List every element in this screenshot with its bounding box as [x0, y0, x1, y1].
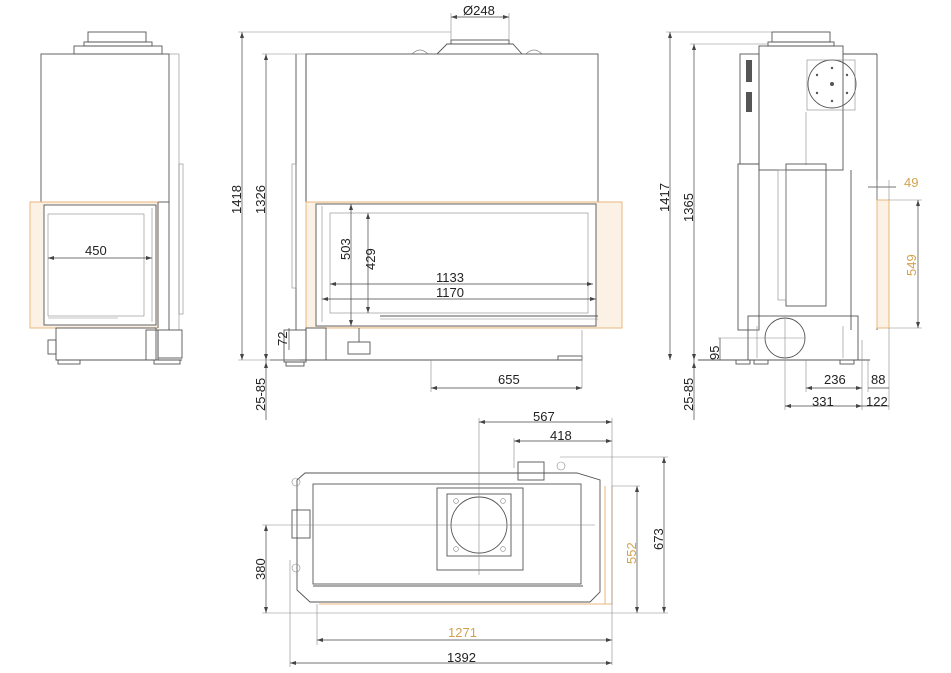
dim-side-feet-adjust: 25-85	[681, 377, 696, 411]
dim-bottom-offset: 72	[275, 331, 290, 346]
dim-front-total-height: 1418	[229, 185, 244, 214]
dim-glass-width-outer: 1170	[436, 285, 464, 300]
dim-air-inlet-height: 95	[707, 345, 722, 360]
side-view-right	[666, 31, 922, 420]
dim-top-glass-width: 1271	[448, 625, 477, 640]
dim-side-total-height: 1417	[657, 183, 672, 212]
dim-frame-depth: 49	[904, 175, 919, 190]
dim-top-total-width: 1392	[447, 650, 476, 665]
dim-side-height-top: 1365	[681, 193, 696, 222]
dim-front-feet-adjust: 25-85	[253, 377, 268, 411]
dim-front-height-top: 1326	[253, 185, 268, 214]
dim-inlet-offset: 236	[824, 372, 846, 387]
dim-top-center-depth: 380	[253, 558, 268, 580]
dim-top-inlet-offset: 418	[550, 428, 572, 443]
dim-side-glass-height: 549	[904, 254, 919, 276]
dim-frame-offset: 88	[871, 372, 886, 387]
dim-depth-front: 122	[866, 394, 888, 409]
dim-glass-height-outer: 503	[338, 238, 353, 260]
dim-side-firebox-width: 450	[85, 243, 107, 258]
dim-top-total-depth: 673	[651, 528, 666, 550]
dim-flue-offset: 655	[498, 372, 520, 387]
dim-top-flue-offset: 567	[533, 409, 555, 424]
dim-depth-rear: 331	[812, 394, 834, 409]
top-view	[262, 418, 668, 667]
side-view-left	[29, 31, 184, 365]
dim-glass-width-inner: 1133	[436, 270, 464, 285]
dim-top-glass-depth: 552	[624, 542, 639, 564]
dim-glass-height-inner: 429	[363, 248, 378, 270]
front-view	[238, 13, 623, 420]
dim-flue-diameter: Ø248	[463, 3, 495, 18]
